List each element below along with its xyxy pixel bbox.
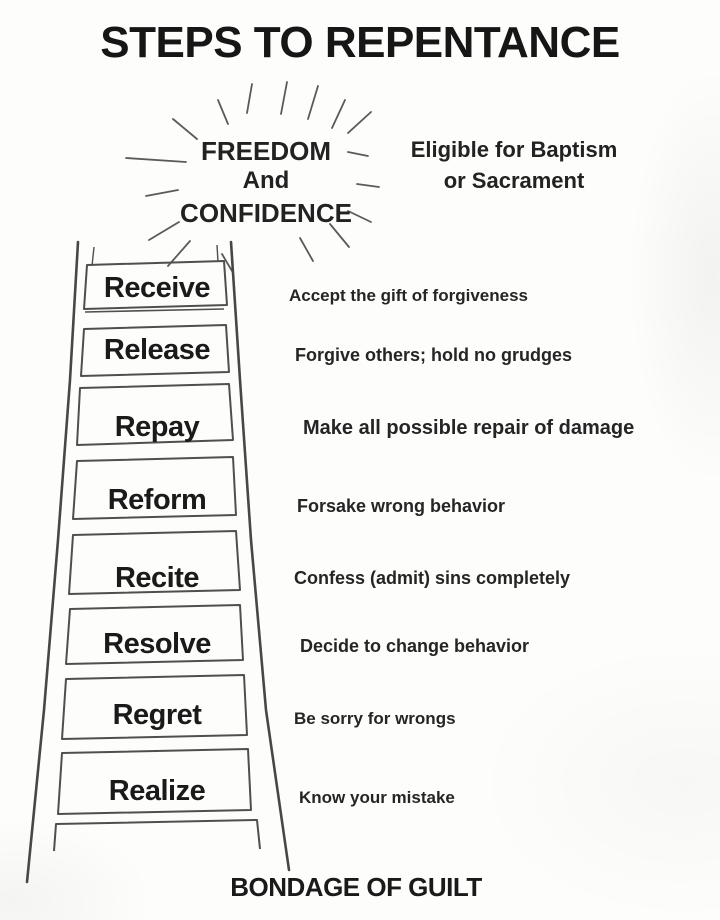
bondage-of-guilt-label: BONDAGE OF GUILT [230,872,482,902]
page-title: STEPS TO REPENTANCE [100,18,620,67]
rung-description-regret: Be sorry for wrongs [294,709,456,728]
eligibility-note-line1: Eligible for Baptism [410,137,618,162]
rung-description-repay: Make all possible repair of damage [303,417,635,439]
ladder-left-rail [25,240,80,884]
rung-description-receive: Accept the gift of forgiveness [289,286,528,305]
rung-label-realize: Realize [108,775,206,807]
rung-label-recite: Recite [114,562,200,594]
rung-label-receive: Receive [103,272,211,304]
rung-description-reform: Forsake wrong behavior [297,496,506,516]
confidence-label: CONFIDENCE [180,198,352,228]
ladder-right-rail [229,240,291,872]
rung-label-resolve: Resolve [103,628,211,660]
sunburst-rays [125,81,380,272]
and-label: And [242,167,290,194]
rung-description-release: Forgive others; hold no grudges [295,345,573,365]
rung-description-resolve: Decide to change behavior [300,636,530,656]
ladder-rung-boxes [53,244,261,852]
freedom-label: FREEDOM [201,136,331,166]
eligibility-note-line2: or Sacrament [443,168,585,193]
rung-label-repay: Repay [114,411,200,443]
rung-label-regret: Regret [112,699,202,731]
rung-description-realize: Know your mistake [299,788,455,807]
rung-description-recite: Confess (admit) sins completely [294,568,571,588]
rung-label-reform: Reform [107,484,207,516]
rung-label-release: Release [103,334,211,366]
